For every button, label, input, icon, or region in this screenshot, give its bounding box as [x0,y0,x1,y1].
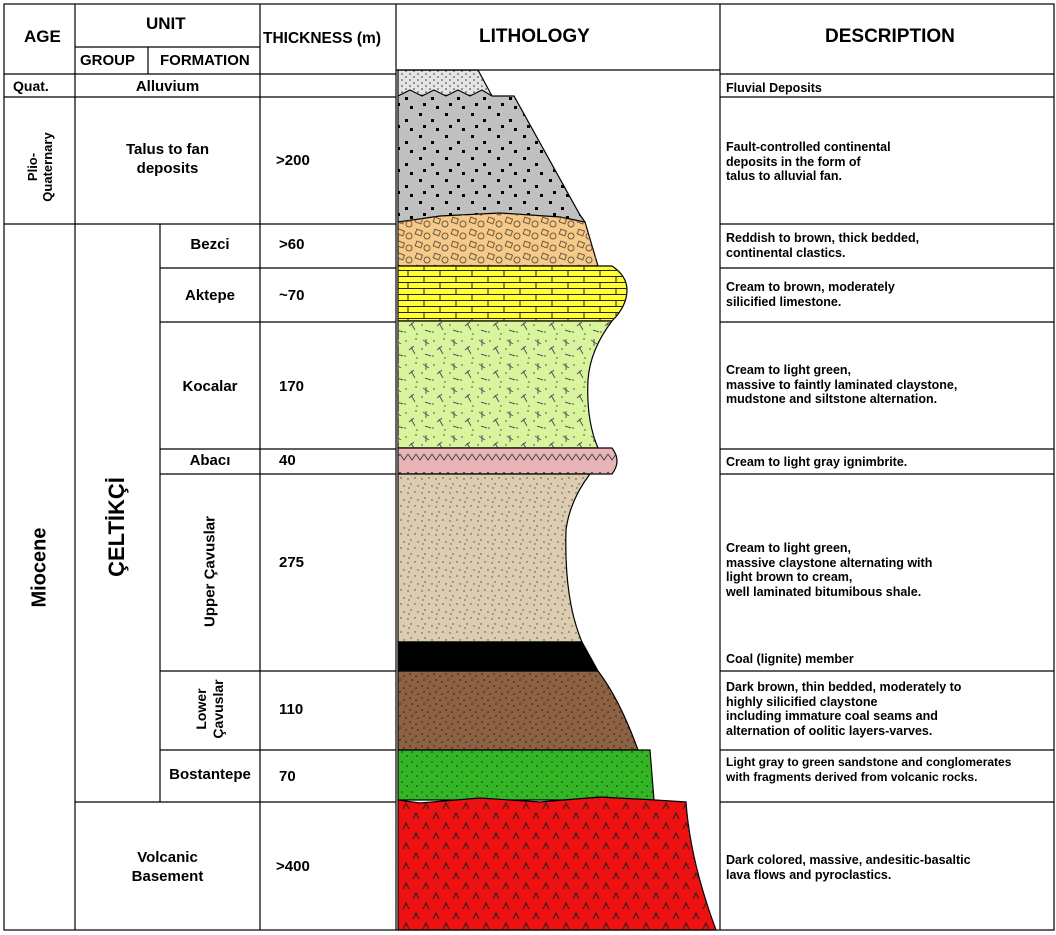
desc-talus: Fault-controlled continental deposits in… [726,140,891,184]
thickness-lower-cavuslar: 110 [279,701,339,718]
thickness-abaci: 40 [279,452,339,469]
formation-lower-cavuslar: Lower Çavuslar [193,669,227,749]
layer-abaci-texture [398,448,617,474]
age-quat: Quat. [13,78,49,94]
header-group: GROUP [80,52,135,69]
age-plio-line2: Quaternary [40,127,55,207]
header-thickness: THICKNESS (m) [263,30,381,48]
desc-aktepe: Cream to brown, moderately silicified li… [726,280,895,309]
header-description: DESCRIPTION [825,26,955,48]
age-plio-line1: Plio- [25,127,40,207]
thickness-upper-cavuslar: 275 [279,554,339,571]
formation-kocalar: Kocalar [160,378,260,395]
desc-volcanic: Dark colored, massive, andesitic-basalti… [726,853,971,882]
desc-upper-cavuslar: Cream to light green, massive claystone … [726,541,932,599]
desc-lower-cavuslar: Dark brown, thin bedded, moderately to h… [726,680,961,738]
desc-bezci: Reddish to brown, thick bedded, continen… [726,231,919,260]
thickness-aktepe: ~70 [279,287,339,304]
thickness-kocalar: 170 [279,378,339,395]
unit-talus: Talus to fan deposits [75,140,260,178]
header-unit: UNIT [146,14,186,34]
unit-volcanic-line1: Volcanic [75,848,260,867]
layer-lower-cavuslar-texture [398,671,638,750]
header-formation: FORMATION [160,52,250,69]
desc-alluvium: Fluvial Deposits [726,81,822,96]
age-plio-quaternary: Plio- Quaternary [25,127,55,207]
unit-alluvium: Alluvium [75,78,260,95]
thickness-volcanic: >400 [276,858,336,875]
formation-abaci: Abacı [160,452,260,469]
unit-talus-line2: deposits [75,159,260,178]
layer-volcanic-texture [398,797,716,930]
desc-bostantepe: Light gray to green sandstone and conglo… [726,755,1011,784]
layer-upper-cavuslar-texture [398,474,590,642]
layer-coal [398,642,598,671]
layer-talus-texture [398,90,585,222]
thickness-bostantepe: 70 [279,768,339,785]
desc-coal: Coal (lignite) member [726,652,854,667]
layer-kocalar-texture [398,321,612,448]
formation-lower-line2: Çavuslar [210,669,227,749]
header-lithology: LITHOLOGY [479,26,590,48]
formation-aktepe: Aktepe [160,287,260,304]
formation-lower-line1: Lower [193,669,210,749]
thickness-talus: >200 [276,152,336,169]
layer-bezci-texture [398,213,598,266]
layer-bostantepe-texture [398,750,654,800]
formation-bezci: Bezci [160,236,260,253]
lithology-layers [398,70,716,930]
unit-volcanic-line2: Basement [75,867,260,886]
unit-volcanic-basement: Volcanic Basement [75,848,260,886]
thickness-bezci: >60 [279,236,339,253]
layer-aktepe-texture [398,266,627,321]
formation-upper-cavuslar: Upper Çavuslar [202,502,219,642]
desc-kocalar: Cream to light green, massive to faintly… [726,363,957,407]
unit-talus-line1: Talus to fan [75,140,260,159]
group-celtikci: ÇELTİKÇİ [104,472,130,582]
formation-bostantepe: Bostantepe [160,766,260,783]
age-miocene: Miocene [29,518,52,618]
header-age: AGE [24,27,61,47]
desc-abaci: Cream to light gray ignimbrite. [726,455,907,470]
